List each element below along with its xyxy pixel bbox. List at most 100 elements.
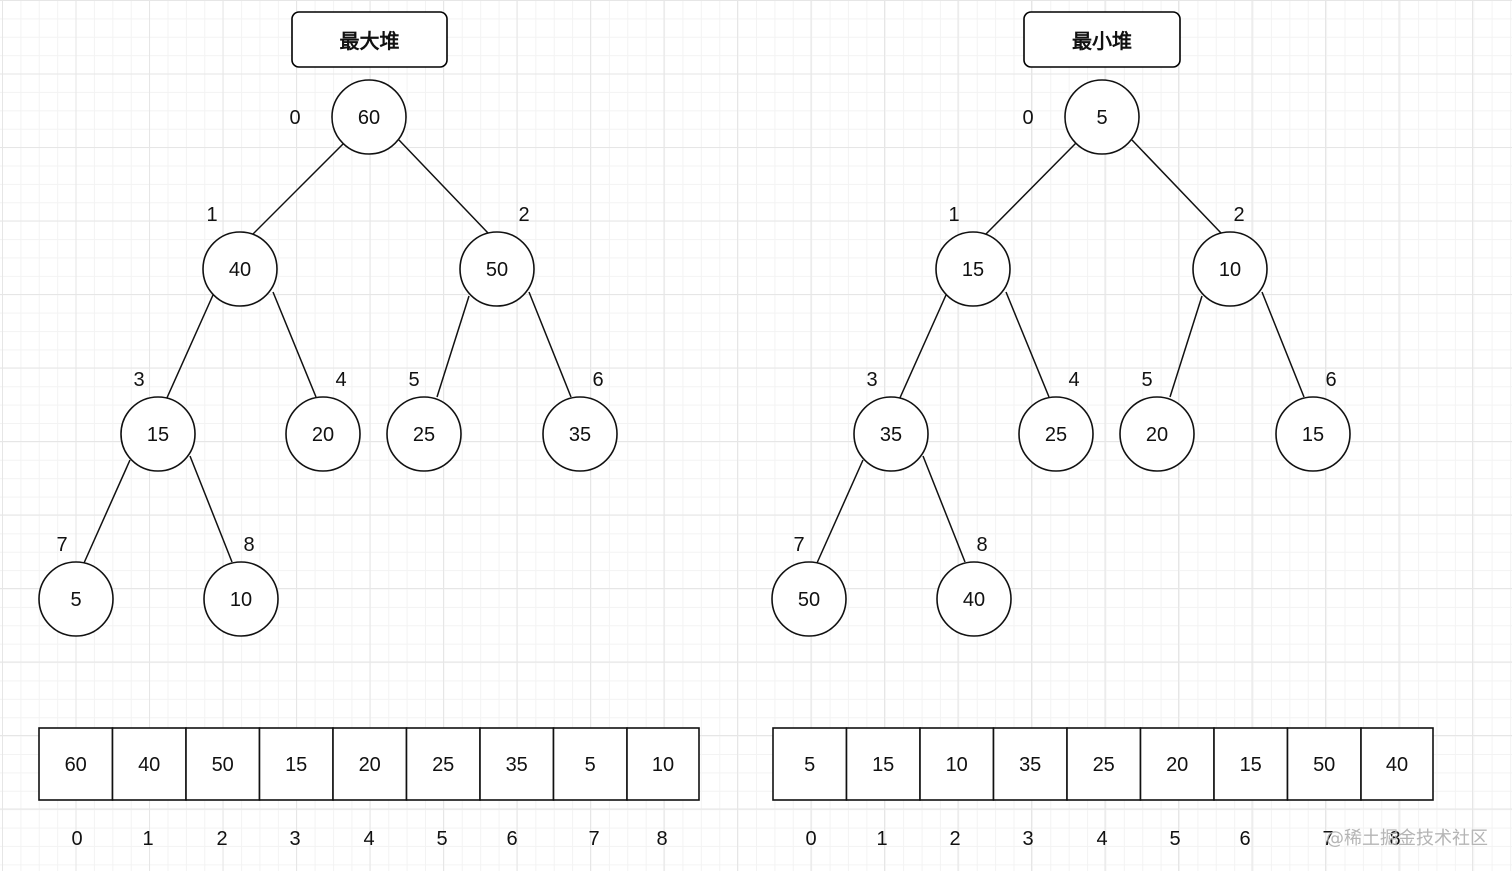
array-cell-value: 5 <box>585 754 596 776</box>
max-heap-title: 最大堆 <box>340 29 400 53</box>
node-index: 5 <box>408 369 419 391</box>
array-cell-value: 50 <box>212 754 234 776</box>
node-value: 15 <box>962 259 984 281</box>
node-value: 35 <box>880 424 902 446</box>
node-circle <box>386 396 462 472</box>
array-cell-value: 35 <box>506 754 528 776</box>
array-cell-value: 10 <box>652 754 674 776</box>
tree-node: 25 4 <box>1018 369 1094 472</box>
node-value: 20 <box>312 424 334 446</box>
node-index: 2 <box>518 204 529 226</box>
array-cell <box>772 727 848 801</box>
array-cell-value: 10 <box>946 754 968 776</box>
node-circle <box>936 561 1012 637</box>
node-value: 60 <box>358 107 380 129</box>
tree-edge <box>165 294 214 401</box>
node-circle <box>459 231 535 307</box>
array-cell <box>1139 727 1215 801</box>
array-cell-value: 35 <box>1019 754 1041 776</box>
tree-edge <box>1131 139 1222 234</box>
tree-node: 40 8 <box>936 534 1012 637</box>
node-value: 15 <box>147 424 169 446</box>
array-cell <box>479 727 555 801</box>
tree-edge <box>1261 291 1305 398</box>
array-cell-value: 20 <box>1166 754 1188 776</box>
array-index: 0 <box>805 828 816 850</box>
min-heap-nodes: 5 0 15 1 10 2 35 3 25 4 <box>771 79 1351 637</box>
node-index: 4 <box>335 369 346 391</box>
array-cell <box>919 727 995 801</box>
node-value: 10 <box>1219 259 1241 281</box>
array-index: 8 <box>656 828 667 850</box>
node-index: 7 <box>793 534 804 556</box>
tree-edge <box>1169 295 1203 398</box>
min-heap-edges <box>816 139 1305 564</box>
tree-edge <box>898 294 947 401</box>
node-index: 8 <box>243 534 254 556</box>
min-heap: 最小堆 5 0 15 1 10 2 <box>771 11 1434 850</box>
tree-edge <box>528 291 572 398</box>
node-circle <box>1275 396 1351 472</box>
array-index: 0 <box>71 828 82 850</box>
node-value: 5 <box>1096 107 1107 129</box>
array-cell-value: 15 <box>285 754 307 776</box>
node-index: 8 <box>976 534 987 556</box>
node-index: 2 <box>1233 204 1244 226</box>
array-cell-value: 40 <box>1386 754 1408 776</box>
array-index: 2 <box>949 828 960 850</box>
array-index: 5 <box>436 828 447 850</box>
array-cell <box>1286 727 1362 801</box>
tree-edge <box>398 139 489 234</box>
node-value: 25 <box>413 424 435 446</box>
node-index: 6 <box>1325 369 1336 391</box>
array-cell <box>992 727 1068 801</box>
node-value: 5 <box>70 589 81 611</box>
array-index: 6 <box>1239 828 1250 850</box>
tree-node: 25 5 <box>386 369 462 472</box>
node-value: 35 <box>569 424 591 446</box>
array-index: 8 <box>1389 828 1400 850</box>
node-value: 10 <box>230 589 252 611</box>
node-circle <box>853 396 929 472</box>
node-index: 0 <box>289 107 300 129</box>
tree-node: 15 3 <box>120 369 196 472</box>
min-heap-title-box <box>1023 11 1181 68</box>
tree-edge <box>189 455 233 563</box>
array-index: 3 <box>289 828 300 850</box>
node-value: 40 <box>229 259 251 281</box>
array-index: 4 <box>1096 828 1107 850</box>
array-index: 1 <box>142 828 153 850</box>
array-cell-value: 5 <box>804 754 815 776</box>
tree-node: 15 1 <box>935 204 1011 307</box>
tree-node: 35 6 <box>542 369 618 472</box>
node-circle <box>285 396 361 472</box>
min-heap-array: 5 15 10 35 25 20 15 50 40 0 1 2 3 4 5 6 … <box>772 727 1434 850</box>
array-cell <box>185 727 261 801</box>
array-cell <box>845 727 921 801</box>
array-cell-value: 40 <box>138 754 160 776</box>
array-index: 2 <box>216 828 227 850</box>
array-index: 3 <box>1022 828 1033 850</box>
node-circle <box>935 231 1011 307</box>
node-circle <box>1192 231 1268 307</box>
array-cell <box>258 727 334 801</box>
tree-node: 50 2 <box>459 204 535 307</box>
array-cell-value: 50 <box>1313 754 1335 776</box>
array-cell <box>552 727 628 801</box>
node-index: 3 <box>133 369 144 391</box>
tree-node: 20 4 <box>285 369 361 472</box>
node-value: 50 <box>486 259 508 281</box>
node-index: 7 <box>56 534 67 556</box>
tree-node: 10 2 <box>1192 204 1268 307</box>
tree-node: 60 0 <box>289 79 407 155</box>
tree-edge <box>1005 291 1050 398</box>
node-index: 4 <box>1068 369 1079 391</box>
node-circle <box>38 561 114 637</box>
array-cell-value: 60 <box>65 754 87 776</box>
tree-edge <box>436 295 470 398</box>
node-index: 0 <box>1022 107 1033 129</box>
tree-edge <box>982 142 1077 238</box>
tree-node: 50 7 <box>771 534 847 637</box>
tree-edge <box>922 455 966 563</box>
max-heap-array: 60 40 50 15 20 25 35 5 10 0 1 2 3 4 5 6 … <box>38 727 700 850</box>
